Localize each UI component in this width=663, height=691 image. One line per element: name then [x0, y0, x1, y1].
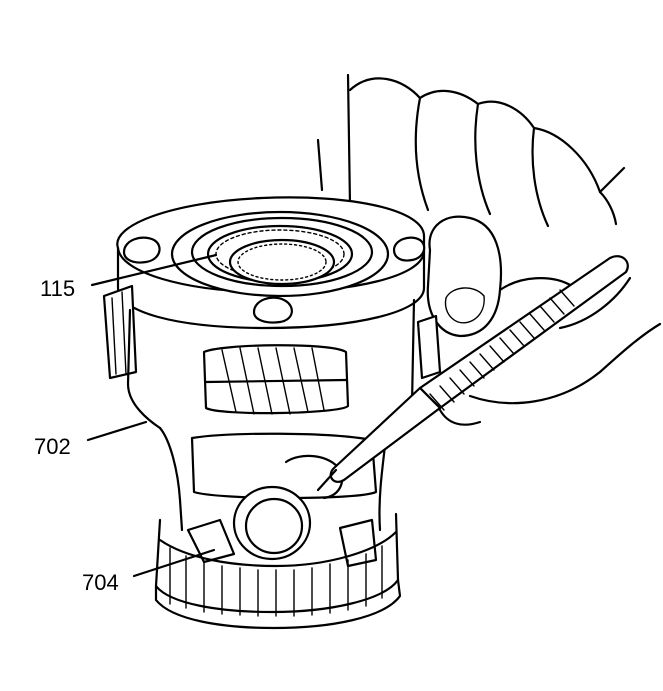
- leader-702: [86, 420, 148, 442]
- callout-115: 115: [40, 276, 75, 301]
- callout-702: 702: [34, 434, 71, 459]
- pick-tool: [316, 255, 629, 492]
- leader-115: [90, 253, 218, 287]
- side-gear-115: [170, 210, 390, 298]
- leader-lines: [86, 253, 218, 578]
- leader-704: [132, 548, 216, 578]
- callout-704: 704: [82, 570, 119, 595]
- reluctor-ring-704: [154, 512, 402, 630]
- hand-illustration: [316, 73, 662, 426]
